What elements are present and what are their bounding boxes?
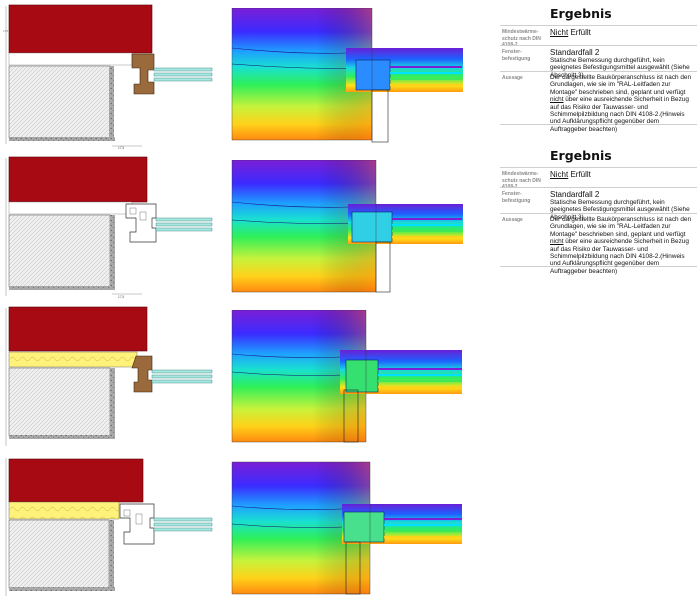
concrete-hatch: [8, 65, 111, 139]
result-value: Nicht Erfüllt: [550, 170, 591, 179]
masonry-wall: [8, 306, 148, 352]
result-row: Aussage Der dargestellte Baukörperanschl…: [500, 213, 697, 275]
masonry-wall: [8, 156, 148, 203]
glazing: [153, 522, 213, 527]
masonry-wall: [8, 458, 144, 503]
lintel-gap: [8, 52, 133, 66]
glazing: [155, 222, 213, 227]
dimension-label: 17,5: [118, 295, 124, 299]
thermal-simulation-2: [231, 160, 463, 293]
result-panel-2: Ergebnis Mindestwärme-schutz nach DIN 41…: [500, 148, 697, 275]
glazing: [151, 379, 213, 384]
plaster-layer: [110, 215, 115, 290]
result-title: Ergebnis: [550, 6, 612, 21]
result-label: Aussage: [502, 217, 523, 223]
result-value: Nicht Erfüllt: [550, 28, 591, 37]
glazing: [153, 517, 213, 522]
result-row: Mindestwärme-schutz nach DIN 4108-2 Nich…: [500, 25, 697, 48]
window-frame-outline: [343, 511, 385, 543]
detail-drawing-2: 17,5: [5, 156, 213, 299]
result-panel-1: Ergebnis Mindestwärme-schutz nach DIN 41…: [500, 6, 697, 133]
masonry-wall: [8, 4, 153, 54]
dimension-label: 175: [3, 29, 8, 33]
plaster-layer: [9, 286, 115, 290]
plaster-layer: [9, 435, 115, 439]
insulation-layer: [8, 351, 138, 368]
detail-drawing-3: [5, 306, 213, 446]
reveal-outline: [371, 89, 389, 143]
glazing: [153, 67, 213, 72]
plaster-layer: [109, 66, 114, 141]
thermal-simulation-3: [231, 310, 462, 443]
dimension-label: 17,5: [118, 146, 124, 150]
plaster-layer: [9, 587, 115, 591]
result-row: Aussage Der dargestellte Baukörperanschl…: [500, 71, 697, 133]
concrete-hatch: [8, 367, 111, 437]
window-frame: [131, 355, 153, 393]
plaster-layer: [109, 520, 114, 591]
result-title: Ergebnis: [550, 148, 612, 163]
concrete-hatch: [8, 519, 110, 589]
plaster-layer: [9, 137, 115, 141]
reveal-outline: [375, 241, 391, 293]
glazing: [151, 374, 213, 379]
glazing: [153, 72, 213, 77]
result-label: Fenster-befestigung: [502, 191, 531, 204]
result-label: Aussage: [502, 75, 523, 81]
detail-drawing-1: 175 17,5: [3, 4, 213, 150]
lintel-gap: [8, 201, 133, 215]
concrete-hatch: [8, 214, 111, 288]
glazing: [153, 77, 213, 82]
glazing: [151, 369, 213, 374]
thermal-simulation-4: [231, 461, 462, 595]
window-frame-outline: [355, 59, 391, 91]
window-frame: [131, 53, 155, 95]
detail-drawing-4: [5, 458, 213, 596]
glazing: [155, 227, 213, 232]
result-row: Mindestwärme-schutz nach DIN 4108-2 Nich…: [500, 167, 697, 190]
thermal-simulation-1: [231, 8, 463, 143]
glazing: [155, 217, 213, 222]
window-frame-outline: [351, 211, 393, 243]
window-frame-outline: [345, 359, 379, 393]
result-label: Fenster-befestigung: [502, 49, 531, 62]
result-value: Der dargestellte Baukörperanschluss ist …: [550, 74, 692, 133]
plaster-layer: [110, 368, 115, 439]
window-frame: [125, 203, 157, 243]
glazing: [153, 527, 213, 532]
result-value: Der dargestellte Baukörperanschluss ist …: [550, 216, 692, 275]
insulation-layer: [8, 501, 120, 520]
